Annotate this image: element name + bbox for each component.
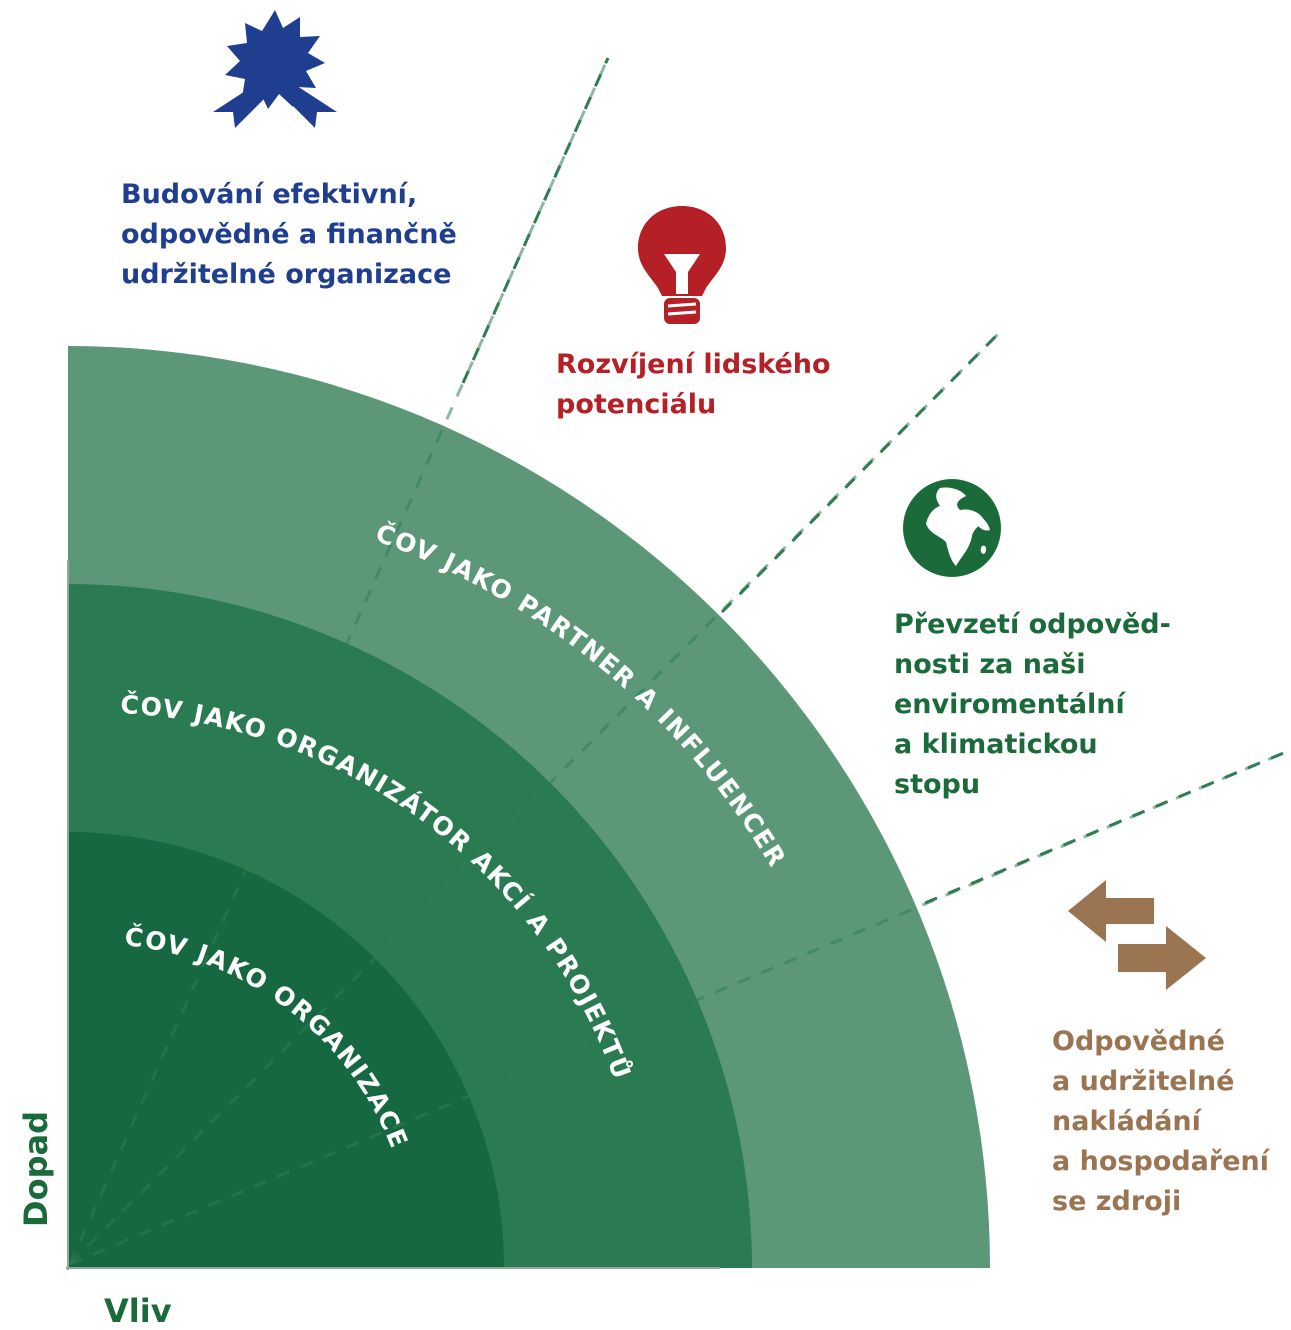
theme-organization-line-3: udržitelné organizace xyxy=(121,259,452,290)
rosette-star xyxy=(225,10,325,109)
theme-organization-text: Budování efektivní, odpovědné a finančně… xyxy=(121,175,457,295)
theme-resources-text: Odpovědné a udržitelné nakládání a hospo… xyxy=(1052,1022,1269,1222)
theme-human-potential-line-1: Rozvíjení lidského xyxy=(556,349,831,380)
lightbulb-filament xyxy=(664,254,700,294)
lightbulb-icon xyxy=(638,206,726,324)
divider-line-1-outside xyxy=(461,57,610,384)
lightbulb-glass xyxy=(638,206,726,296)
theme-environment-line-1: Převzetí odpověd- xyxy=(894,609,1171,640)
sector-dividers xyxy=(68,57,1287,1266)
lightbulb-thread xyxy=(667,302,697,316)
divider-line-3 xyxy=(69,750,1287,1266)
axes xyxy=(66,560,720,1270)
theme-environment-text: Převzetí odpověd- nosti za naši envirome… xyxy=(894,605,1171,805)
x-axis-label: Vliv xyxy=(104,1292,172,1330)
ring-organization xyxy=(68,832,504,1268)
award-rosette-icon xyxy=(213,10,337,128)
globe-continent-europe-africa xyxy=(926,487,984,566)
globe-island xyxy=(980,545,987,554)
globe-continent-arabia xyxy=(974,514,990,531)
divider-line-2 xyxy=(68,328,1004,1266)
arrow-right xyxy=(1118,926,1206,990)
theme-resources-line-4: a hospodaření xyxy=(1052,1146,1269,1177)
theme-resources-line-5: se zdroji xyxy=(1052,1186,1182,1217)
theme-human-potential-text: Rozvíjení lidského potenciálu xyxy=(556,345,831,425)
theme-human-potential-line-2: potenciálu xyxy=(556,389,717,420)
theme-environment-line-2: nosti za naši xyxy=(894,649,1086,680)
theme-environment-line-4: a klimatickou xyxy=(894,729,1098,760)
y-axis-label: Dopad xyxy=(16,1111,55,1227)
exchange-arrows-icon xyxy=(1068,880,1206,990)
rosette-ribbon-right xyxy=(283,86,337,128)
theme-resources-line-1: Odpovědné xyxy=(1052,1026,1225,1057)
theme-resources-line-2: a udržitelné xyxy=(1052,1066,1235,1097)
theme-organization-line-2: odpovědné a finančně xyxy=(121,219,457,250)
divider-line-3-outside xyxy=(924,750,1287,905)
globe-icon xyxy=(903,479,1001,577)
theme-resources-line-3: nakládání xyxy=(1052,1106,1201,1137)
theme-organization-line-1: Budování efektivní, xyxy=(121,179,418,210)
theme-environment-line-5: stopu xyxy=(894,769,981,800)
theme-environment-line-3: enviromentální xyxy=(894,689,1125,720)
rosette-ribbon-left xyxy=(213,86,267,128)
divider-line-2-outside xyxy=(720,328,1004,614)
arrow-left xyxy=(1068,880,1154,942)
